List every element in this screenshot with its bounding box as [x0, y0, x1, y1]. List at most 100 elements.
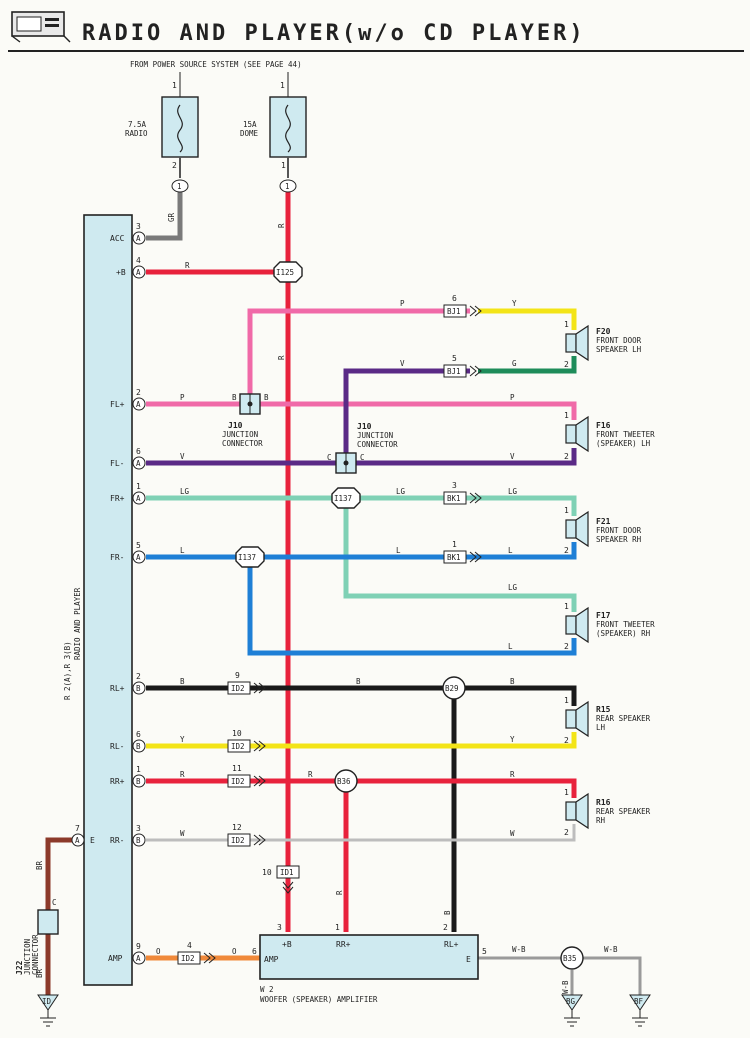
wire-flminus-violet	[146, 448, 577, 466]
svg-text:RH: RH	[596, 816, 606, 825]
svg-text:(SPEAKER) RH: (SPEAKER) RH	[596, 629, 651, 638]
woofer-amplifier: +B RR+ RL+ AMP E 3 1 2 6 5 W 2 WOOFER (S…	[252, 923, 487, 1004]
svg-text:SPEAKER LH: SPEAKER LH	[596, 345, 642, 354]
svg-text:B35: B35	[563, 954, 577, 963]
svg-text:ACC: ACC	[110, 234, 125, 243]
svg-text:1: 1	[564, 320, 569, 329]
svg-text:1: 1	[564, 411, 569, 420]
svg-text:A: A	[136, 400, 141, 409]
svg-text:3: 3	[277, 923, 282, 932]
svg-text:10: 10	[232, 729, 242, 738]
svg-text:I125: I125	[276, 268, 294, 277]
speaker-f20: 1 2 F20 FRONT DOOR SPEAKER LH	[564, 320, 642, 369]
svg-text:4: 4	[187, 941, 192, 950]
svg-text:B36: B36	[337, 777, 351, 786]
svg-text:L: L	[180, 546, 185, 555]
wire-f20-green	[478, 356, 577, 374]
svg-text:REAR SPEAKER: REAR SPEAKER	[596, 807, 651, 816]
svg-text:J10: J10	[357, 422, 372, 431]
svg-text:BR: BR	[35, 968, 44, 978]
connector-dome-fuse: 1	[279, 179, 297, 193]
svg-text:2: 2	[443, 923, 448, 932]
svg-text:BJ1: BJ1	[447, 307, 461, 316]
svg-text:FR-: FR-	[110, 553, 124, 562]
svg-text:B: B	[136, 684, 141, 693]
svg-text:AMP: AMP	[108, 954, 123, 963]
svg-text:LG: LG	[508, 487, 518, 496]
svg-text:R: R	[277, 223, 286, 228]
svg-text:JUNCTION: JUNCTION	[222, 430, 258, 439]
svg-text:Y: Y	[180, 735, 185, 744]
svg-text:2: 2	[136, 672, 141, 681]
connector-id2-rrplus: ID2 11	[227, 764, 266, 788]
svg-text:R: R	[277, 355, 286, 360]
wire-rrplus-red	[146, 778, 577, 798]
ground-bf: BF	[629, 994, 651, 1027]
svg-text:W-B: W-B	[512, 945, 526, 954]
svg-text:A: A	[136, 459, 141, 468]
svg-text:B29: B29	[445, 684, 459, 693]
svg-text:+B: +B	[282, 940, 292, 949]
svg-text:6: 6	[452, 294, 457, 303]
svg-text:2: 2	[564, 642, 569, 651]
wire-ground-brown	[45, 837, 74, 995]
svg-text:AMP: AMP	[264, 955, 279, 964]
svg-text:DOME: DOME	[240, 129, 259, 138]
svg-text:2: 2	[564, 452, 569, 461]
svg-text:O: O	[232, 947, 237, 956]
svg-text:11: 11	[232, 764, 242, 773]
svg-text:W: W	[180, 829, 185, 838]
svg-text:1: 1	[136, 482, 141, 491]
svg-text:R16: R16	[596, 798, 611, 807]
svg-text:P: P	[400, 299, 405, 308]
wire-lg-branch	[343, 498, 577, 612]
svg-text:6: 6	[252, 947, 257, 956]
svg-text:C: C	[327, 453, 332, 462]
svg-text:B: B	[136, 742, 141, 751]
svg-text:2: 2	[172, 161, 177, 170]
svg-text:F16: F16	[596, 421, 611, 430]
svg-text:R15: R15	[596, 705, 611, 714]
svg-text:ID2: ID2	[181, 954, 195, 963]
svg-text:R: R	[335, 890, 344, 895]
svg-text:V: V	[400, 359, 405, 368]
fuse-dome: 1 15A DOME 1	[240, 72, 307, 170]
wire-pink-branch	[247, 308, 470, 404]
svg-text:ID2: ID2	[231, 742, 245, 751]
connector-id2-rrminus: ID2 12	[227, 823, 266, 847]
svg-text:REAR SPEAKER: REAR SPEAKER	[596, 714, 651, 723]
svg-text:9: 9	[136, 942, 141, 951]
svg-text:C: C	[52, 898, 57, 907]
connector-id1: ID1 10	[262, 865, 300, 894]
svg-text:O: O	[156, 947, 161, 956]
svg-text:BR: BR	[35, 860, 44, 870]
svg-text:BK1: BK1	[447, 553, 461, 562]
connector-b35: B35	[560, 946, 584, 970]
wire-violet-branch	[343, 368, 470, 463]
svg-text:L: L	[508, 642, 513, 651]
wire-frminus-blue	[146, 542, 577, 560]
svg-text:W: W	[510, 829, 515, 838]
svg-text:E: E	[466, 955, 471, 964]
svg-text:RL+: RL+	[444, 940, 459, 949]
svg-text:1: 1	[285, 182, 290, 191]
svg-text:FRONT TWEETER: FRONT TWEETER	[596, 620, 655, 629]
wire-blue-branch	[247, 557, 577, 656]
svg-text:V: V	[510, 452, 515, 461]
svg-text:RR+: RR+	[110, 777, 125, 786]
svg-text:CONNECTOR: CONNECTOR	[357, 440, 398, 449]
fuse-radio: 1 7.5A RADIO 2	[125, 72, 199, 170]
svg-text:W-B: W-B	[604, 945, 618, 954]
svg-text:1: 1	[564, 602, 569, 611]
connector-id2-rlplus: ID2 9	[227, 671, 266, 695]
svg-text:FR+: FR+	[110, 494, 125, 503]
speaker-r15: 1 2 R15 REAR SPEAKER LH	[564, 696, 651, 745]
wire-f20-yellow	[478, 308, 577, 330]
svg-text:G: G	[512, 359, 517, 368]
svg-text:JUNCTION: JUNCTION	[23, 939, 32, 975]
svg-text:JUNCTION: JUNCTION	[357, 431, 393, 440]
svg-text:1: 1	[564, 696, 569, 705]
svg-text:1: 1	[281, 161, 286, 170]
svg-text:B: B	[136, 777, 141, 786]
svg-text:10: 10	[262, 868, 272, 877]
